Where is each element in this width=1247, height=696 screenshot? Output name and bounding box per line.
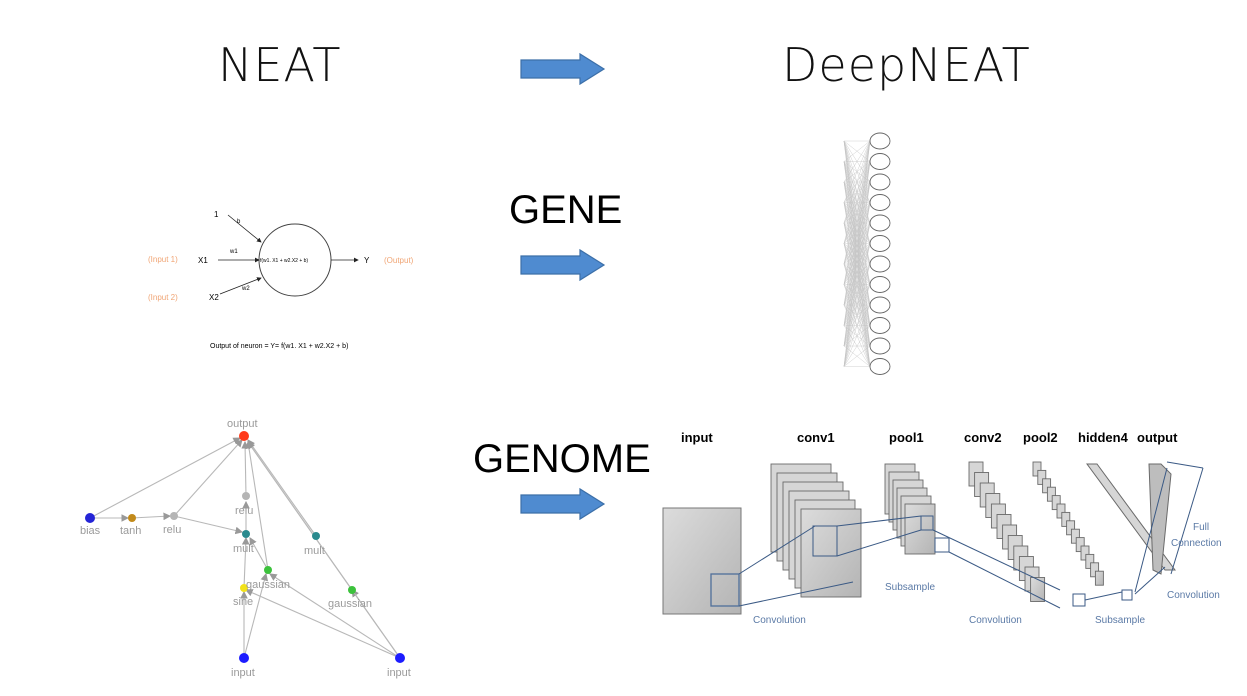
node-bias — [85, 513, 95, 523]
node-mult-center — [242, 530, 250, 538]
cnn-pool2-map — [1090, 562, 1100, 578]
neuron-caption: Output of neuron = Y= f(w1. X1 + w2.X2 +… — [210, 343, 348, 350]
cnn-annot-full-2: Connection — [1171, 538, 1222, 549]
label-bias: bias — [80, 525, 101, 537]
label-genome: GENOME — [473, 437, 651, 481]
cnn-annot-convolution-3: Convolution — [1167, 590, 1220, 601]
neuron-input2: X2 — [209, 293, 219, 302]
dense-neuron — [869, 255, 891, 273]
dense-neuron — [869, 235, 891, 252]
cnn-pool2-map — [1085, 553, 1095, 569]
label-gene: GENE — [509, 188, 623, 232]
label-gaussian-center: gaussian — [246, 579, 290, 591]
cnn-pool2-map — [1080, 545, 1090, 561]
cnn-annot-subsample-2: Subsample — [1095, 615, 1145, 626]
cnn-annot-convolution-2: Convolution — [969, 615, 1022, 626]
neuron-diagram: 1 b (Input 1) X1 w1 (Input 2) X2 w2 f(w1… — [148, 210, 414, 350]
dense-neuron — [869, 337, 891, 355]
cnn-pool2-map — [1032, 461, 1042, 477]
cnn-conv2-map — [1030, 577, 1046, 602]
neuron-bias-input: 1 — [214, 210, 219, 219]
dense-neuron — [869, 173, 891, 191]
node-gaussian-right — [348, 586, 356, 594]
neuron-input1: X1 — [198, 256, 208, 265]
neuron-input2-tag: (Input 2) — [148, 293, 178, 302]
dense-neuron — [869, 276, 891, 293]
cnn-layer-output: output — [1137, 430, 1178, 445]
cnn-conv1-map — [800, 508, 862, 598]
dense-neuron — [869, 214, 891, 232]
cnn-diagram: input conv1 pool1 conv2 pool2 hidden4 ou… — [662, 430, 1222, 626]
arrow-icon — [520, 52, 606, 86]
label-sine: sine — [233, 596, 253, 608]
heading-neat: NEAT — [218, 38, 342, 92]
cnn-pool1-map — [904, 503, 936, 555]
arrow-icon — [520, 248, 606, 282]
neuron-function: f(w1. X1 + w2.X2 + b) — [260, 258, 308, 264]
cnn-layer-conv1: conv1 — [797, 430, 835, 445]
neuron-bias-weight: b — [237, 219, 241, 225]
node-input-right — [395, 653, 405, 663]
cnn-pool2-map — [1046, 486, 1056, 502]
neuron-w1: w1 — [229, 249, 238, 255]
cnn-pool2-map — [1042, 478, 1052, 494]
heading-deepneat: DeepNEAT — [782, 38, 1031, 92]
label-relu-top: relu — [235, 505, 253, 517]
neuron-input1-tag: (Input 1) — [148, 255, 178, 264]
node-mult-right — [312, 532, 320, 540]
label-mult-right: mult — [304, 545, 325, 557]
label-gaussian-right: gaussian — [328, 598, 372, 610]
neuron-output: Y — [364, 256, 370, 265]
cnn-layer-pool2: pool2 — [1023, 430, 1058, 445]
cnn-pool2-map — [1061, 511, 1071, 527]
cnn-layer-conv2: conv2 — [964, 430, 1002, 445]
cnn-pool2-map — [1056, 503, 1066, 519]
dense-layer-diagram — [843, 132, 891, 375]
label-output: output — [227, 418, 258, 430]
node-relu-left — [170, 512, 178, 520]
node-input-left — [239, 653, 249, 663]
node-tanh — [128, 514, 136, 522]
dense-neuron — [869, 358, 891, 375]
dense-neuron — [869, 194, 891, 211]
cnn-layer-pool1: pool1 — [889, 430, 924, 445]
cnn-pool2-map — [1066, 520, 1076, 536]
dense-neuron — [869, 132, 891, 150]
cnn-output-layer — [1148, 463, 1172, 575]
node-output — [239, 431, 249, 441]
node-relu-top — [242, 492, 250, 500]
cnn-pool2-map — [1094, 570, 1104, 586]
dense-neuron — [869, 296, 891, 314]
cnn-layer-hidden4: hidden4 — [1078, 430, 1129, 445]
cnn-layer-input: input — [681, 430, 713, 445]
label-mult-center: mult — [233, 543, 254, 555]
node-sine — [240, 584, 248, 592]
neuron-w2: w2 — [241, 286, 250, 292]
genome-graph: output relu mult mult bias tanh relu gau… — [80, 418, 411, 679]
cnn-pool2-map — [1037, 469, 1047, 485]
cnn-input-map — [662, 507, 742, 615]
cnn-annot-subsample-1: Subsample — [885, 582, 935, 593]
label-input-right: input — [387, 667, 411, 679]
dense-neuron — [869, 153, 891, 170]
label-tanh: tanh — [120, 525, 141, 537]
neuron-output-tag: (Output) — [384, 256, 414, 265]
node-gaussian-center — [264, 566, 272, 574]
label-input-left: input — [231, 667, 255, 679]
cnn-annot-full-1: Full — [1193, 522, 1209, 533]
cnn-pool2-map — [1070, 528, 1080, 544]
label-relu-left: relu — [163, 524, 181, 536]
cnn-pool2-map — [1075, 537, 1085, 553]
arrow-icon — [520, 487, 606, 521]
cnn-pool2-map — [1051, 495, 1061, 511]
dense-neuron — [869, 317, 891, 334]
cnn-annot-convolution-1: Convolution — [753, 615, 806, 626]
